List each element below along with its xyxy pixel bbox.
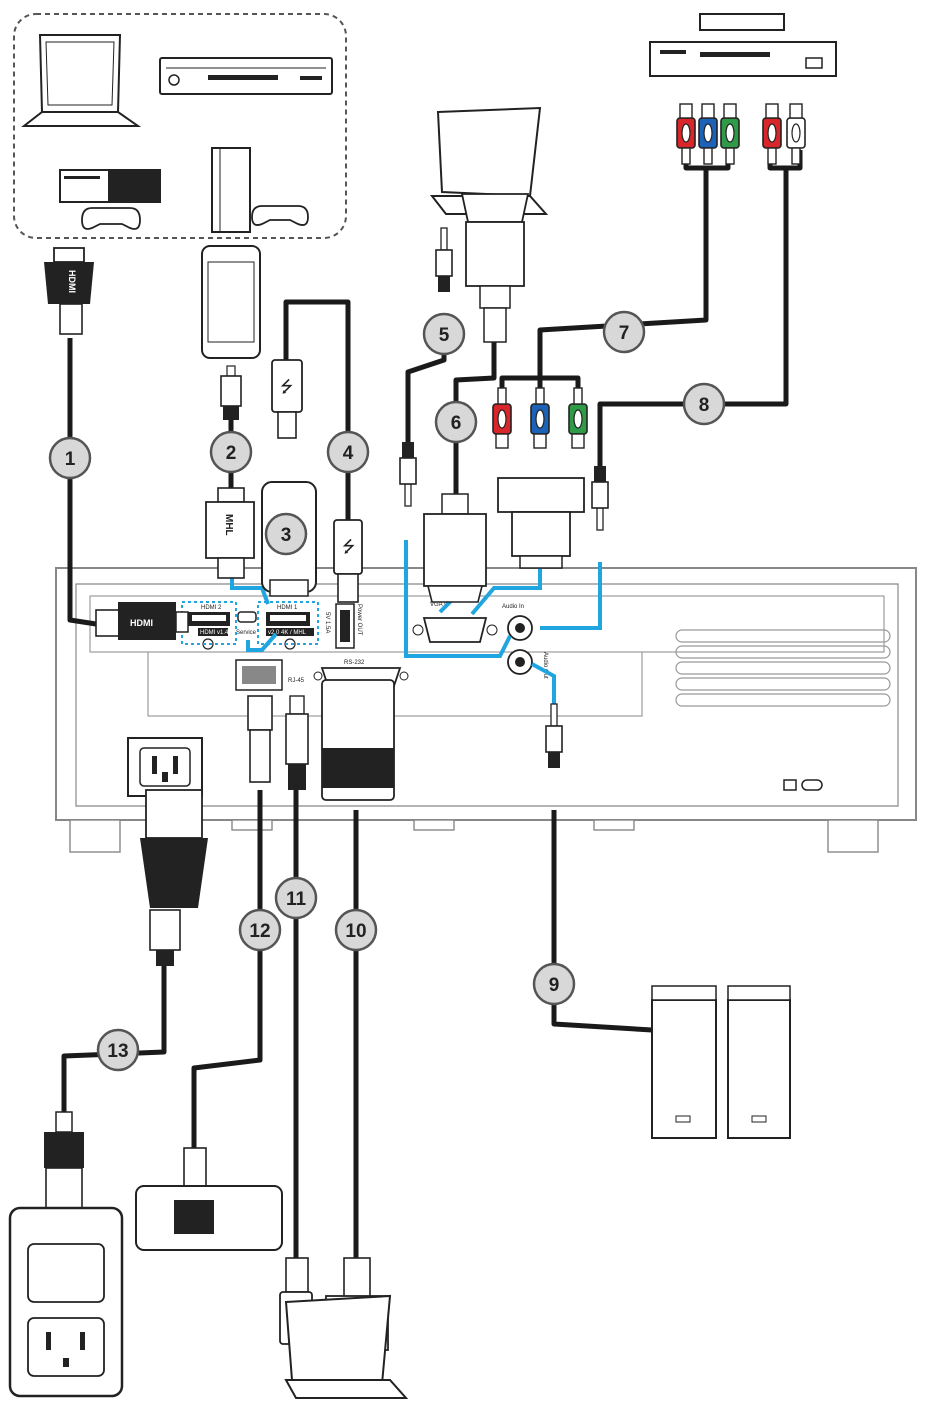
- rs232-label: RS-232: [344, 660, 365, 666]
- callout-6: 6: [434, 400, 478, 444]
- usb-mini-plug: [285, 695, 309, 790]
- laptop-icon: [284, 1294, 409, 1399]
- callout-7: 7: [602, 310, 646, 354]
- callout-4: 4: [326, 430, 370, 474]
- callout-8: 8: [682, 382, 726, 426]
- speakers-icon: [651, 985, 791, 1139]
- audio-jack-plug: [435, 227, 453, 293]
- callout-number: 5: [439, 325, 450, 346]
- svg-text:⭍: ⭍: [280, 377, 293, 396]
- rj45-label: RJ-45: [288, 678, 305, 684]
- callout-2: 2: [209, 430, 253, 474]
- callout-number: 2: [226, 443, 237, 464]
- usb-power-label: Power OUT: [356, 604, 362, 636]
- vga-in-label: VGA In: [430, 602, 449, 608]
- power-cord-plug: [140, 789, 208, 966]
- hdmi1-port[interactable]: [266, 612, 310, 650]
- audio-in-port[interactable]: [507, 615, 533, 641]
- rca-plug-green: [720, 103, 740, 165]
- rca-plug-blue: [530, 387, 550, 449]
- hdmi-plug-text: HDMI: [67, 270, 77, 293]
- power-rating-label: 5V 1.5A: [324, 612, 330, 633]
- callout-number: 3: [281, 525, 292, 546]
- callout-12: 12: [238, 908, 282, 952]
- callout-1: 1: [48, 436, 92, 480]
- callout-3: 3: [264, 512, 308, 556]
- hdmi-inserted-text: HDMI: [130, 618, 153, 628]
- network-outlet: [135, 1147, 283, 1251]
- rca-plug-red: [492, 387, 512, 449]
- ac-power-inlet: [127, 737, 203, 797]
- mhl-plug-text: MHL: [223, 514, 234, 536]
- usb-plug: ⭍: [333, 519, 363, 603]
- audio-out-port[interactable]: [507, 649, 533, 675]
- projector-feet: [69, 819, 879, 853]
- mhl-plug: MHL: [205, 487, 255, 579]
- vga-in-port[interactable]: [412, 617, 498, 643]
- service-port[interactable]: [237, 611, 257, 623]
- callout-10: 10: [334, 908, 378, 952]
- callout-number: 8: [699, 395, 710, 416]
- component-to-vga-adapter: [497, 477, 585, 569]
- callout-number: 4: [343, 443, 354, 464]
- callout-number: 11: [286, 889, 307, 910]
- source-devices-group: [13, 13, 347, 239]
- kensington-lock-icon: [783, 779, 823, 791]
- callout-number: 7: [619, 323, 630, 344]
- rca-plug-green: [568, 387, 588, 449]
- audio-jack-plug: [399, 441, 417, 507]
- callout-number: 13: [107, 1041, 128, 1062]
- service-label: Service: [236, 630, 257, 636]
- db9-plug: [321, 679, 395, 801]
- callout-9: 9: [532, 962, 576, 1006]
- micro-usb-plug: [220, 365, 242, 420]
- laptop-icon: [21, 34, 142, 127]
- wall-outlet: [8, 1206, 124, 1398]
- usb-power-port[interactable]: [335, 603, 355, 649]
- audio-in-label: Audio In: [502, 604, 524, 610]
- audio-out-label: Audio Out: [542, 652, 548, 679]
- rj45-port[interactable]: [235, 659, 283, 691]
- hdmi-plug-inserted: HDMI: [95, 602, 189, 640]
- callout-number: 1: [65, 449, 76, 470]
- dvd-player-icon: [159, 57, 333, 95]
- usb-plug: ⭍: [271, 359, 303, 439]
- rca-plug-red: [762, 103, 782, 165]
- rca-plug-blue: [698, 103, 718, 165]
- hdmi2-label: HDMI 2: [201, 605, 222, 611]
- audio-jack-plug: [591, 465, 609, 531]
- callout-number: 12: [249, 921, 270, 942]
- vga-plug: [460, 193, 530, 343]
- hdmi-plug: HDMI: [44, 247, 94, 335]
- vga-plug: [423, 493, 487, 603]
- svg-text:⭍: ⭍: [342, 537, 355, 556]
- hdmi1-label: HDMI 1: [277, 605, 298, 611]
- hdmi1-version-label: v2.0 4K / MHL: [268, 630, 307, 636]
- callout-number: 9: [549, 975, 560, 996]
- game-console-icon: [59, 169, 161, 230]
- callout-number: 10: [345, 921, 366, 942]
- vent-grille: [675, 629, 891, 707]
- callout-13: 13: [96, 1028, 140, 1072]
- smartphone-icon: [201, 245, 261, 359]
- av-receiver-icon: [649, 13, 837, 77]
- rj45-plug: [247, 695, 273, 783]
- hdmi1-highlight: [257, 601, 319, 645]
- playstation-icon: [211, 147, 309, 233]
- callout-5: 5: [422, 312, 466, 356]
- callout-11: 11: [274, 876, 318, 920]
- callout-number: 6: [451, 413, 462, 434]
- rca-plug-red: [676, 103, 696, 165]
- hdmi2-version-label: HDMI v1.4: [200, 630, 229, 636]
